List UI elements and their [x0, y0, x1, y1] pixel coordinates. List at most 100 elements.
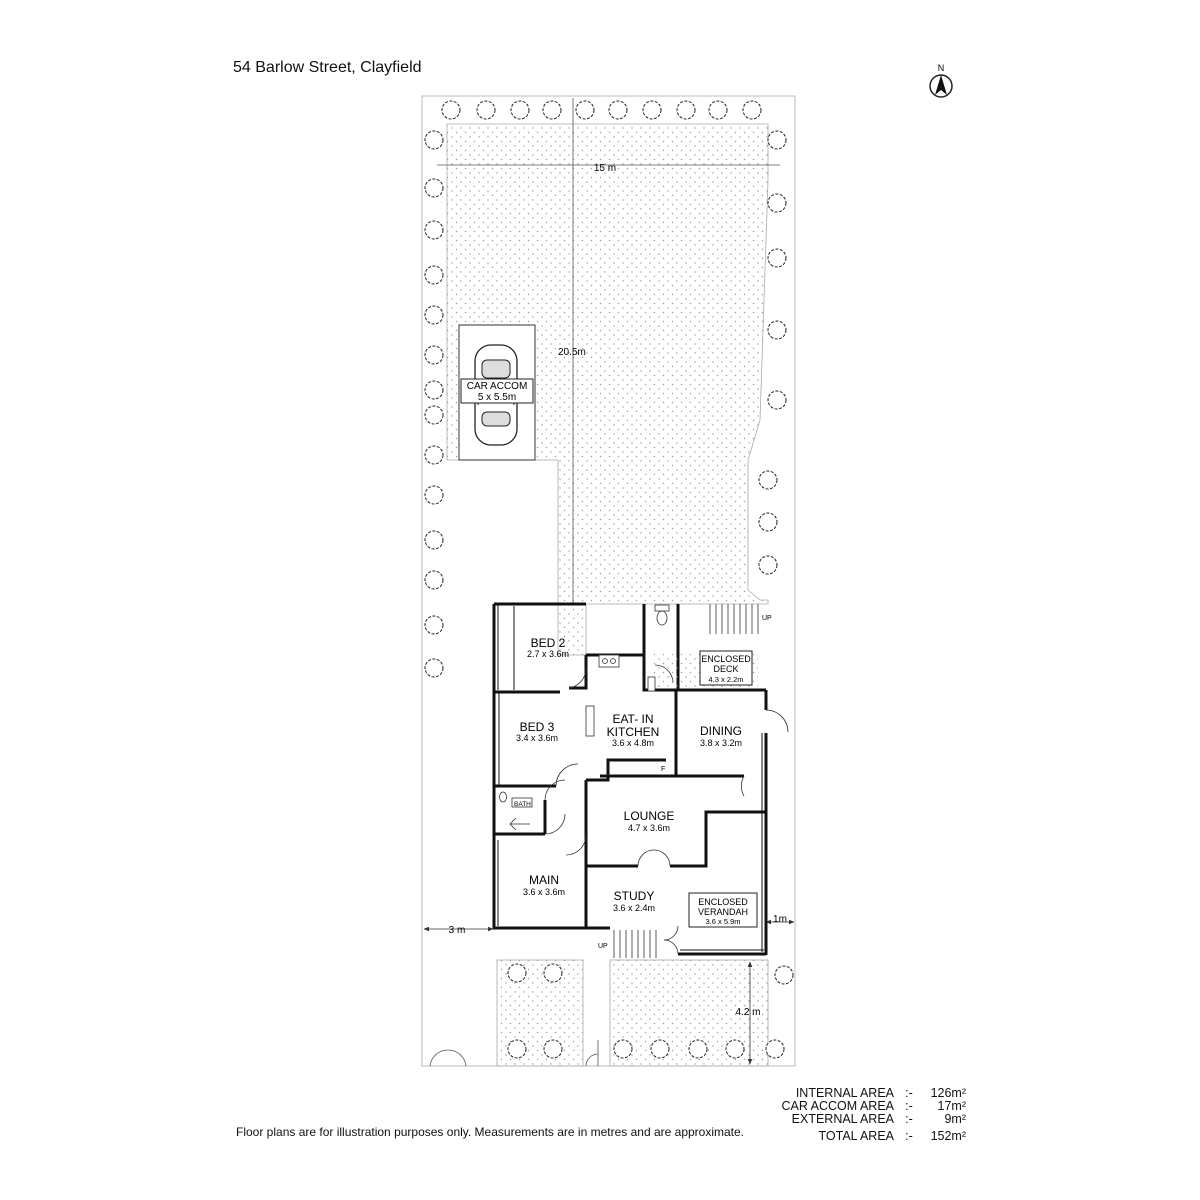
tree-icon: [613, 1039, 633, 1059]
area-summary: INTERNAL AREA :- 126m² CAR ACCOM AREA :-…: [740, 1087, 966, 1143]
bed3-name: BED 3: [520, 720, 555, 734]
tree-icon: [424, 265, 444, 285]
toilet-icon: [654, 604, 670, 626]
tree-icon: [608, 100, 628, 120]
tree-icon: [424, 130, 444, 150]
area-label: CAR ACCOM AREA: [781, 1099, 894, 1113]
fridge-label: F: [661, 766, 665, 773]
tree-icon: [765, 1039, 785, 1059]
tree-icon: [542, 100, 562, 120]
area-sep: :-: [905, 1086, 913, 1100]
lounge-size: 4.7 x 3.6m: [628, 823, 670, 833]
tree-icon: [767, 248, 787, 268]
area-sep: :-: [905, 1099, 913, 1113]
area-value: 9m²: [944, 1112, 966, 1126]
tree-icon: [424, 305, 444, 325]
tree-icon: [758, 555, 778, 575]
deck-size: 4.3 x 2.2m: [708, 675, 743, 684]
dining-size: 3.8 x 3.2m: [700, 738, 742, 748]
area-label: EXTERNAL AREA: [791, 1112, 894, 1126]
right-setback-label: 1m: [773, 914, 787, 925]
tree-icon: [424, 380, 444, 400]
back-yard: [446, 123, 769, 656]
tree-icon: [650, 1039, 670, 1059]
kitchen-name-line1: EAT- IN: [612, 712, 653, 726]
area-row: INTERNAL AREA :- 126m²: [740, 1087, 966, 1100]
front-stairs: [613, 930, 657, 958]
area-sep: :-: [905, 1129, 913, 1143]
area-value: 152m²: [930, 1129, 966, 1143]
deck-label-box: [699, 650, 753, 686]
depth-dim-label: 20.5m: [558, 347, 586, 358]
tree-icon: [507, 1039, 527, 1059]
area-value: 126m²: [930, 1086, 966, 1100]
tree-icon: [543, 963, 563, 983]
disclaimer-text: Floor plans are for illustration purpose…: [236, 1125, 745, 1139]
deck-name-line1: ENCLOSED: [701, 654, 751, 664]
verandah-name-line1: ENCLOSED: [698, 897, 748, 907]
tree-icon: [476, 100, 496, 120]
bed3-size: 3.4 x 3.6m: [516, 733, 558, 743]
tree-icon: [758, 470, 778, 490]
entry-arrow-icon: [509, 817, 530, 831]
compass-north-label: N: [938, 63, 945, 73]
tree-icon: [767, 130, 787, 150]
tree-icon: [742, 100, 762, 120]
tree-icon: [642, 100, 662, 120]
tree-icon: [441, 100, 461, 120]
verandah-name-line2: VERANDAH: [698, 907, 748, 917]
tree-icon: [767, 320, 787, 340]
verandah-label-box: [688, 892, 758, 928]
bath-label: BATH: [514, 801, 531, 808]
trees-group: [424, 100, 794, 1059]
deck-stairs-up-label: UP: [762, 615, 772, 622]
bed2-name: BED 2: [531, 636, 566, 650]
tree-icon: [676, 100, 696, 120]
tree-icon: [424, 445, 444, 465]
tree-icon: [688, 1039, 708, 1059]
tree-icon: [767, 193, 787, 213]
car-accom-size: 5 x 5.5m: [478, 392, 516, 403]
area-value: 17m²: [937, 1099, 966, 1113]
main-size: 3.6 x 3.6m: [523, 887, 565, 897]
car-accom-label: CAR ACCOM: [467, 381, 528, 392]
kitchen-name-line2: KITCHEN: [607, 725, 660, 739]
area-row: CAR ACCOM AREA :- 17m²: [740, 1100, 966, 1113]
tree-icon: [543, 1039, 563, 1059]
main-name: MAIN: [529, 873, 559, 887]
area-sep: :-: [905, 1112, 913, 1126]
tree-icon: [424, 530, 444, 550]
tree-icon: [424, 658, 444, 678]
dining-name: DINING: [700, 724, 742, 738]
tree-icon: [767, 390, 787, 410]
bed2-size: 2.7 x 3.6m: [527, 649, 569, 659]
front-dim-label: 4.2 m: [735, 1007, 760, 1018]
tree-icon: [424, 570, 444, 590]
bath-toilet-icon: [499, 791, 533, 808]
kitchen-fittings: [585, 654, 656, 737]
tree-icon: [774, 965, 794, 985]
tree-icon: [424, 615, 444, 635]
width-dim-label: 15 m: [594, 163, 616, 174]
deck-name-line2: DECK: [713, 664, 738, 674]
area-label: TOTAL AREA: [818, 1129, 895, 1143]
lounge-name: LOUNGE: [624, 809, 675, 823]
study-size: 3.6 x 2.4m: [613, 903, 655, 913]
kitchen-size: 3.6 x 4.8m: [612, 738, 654, 748]
tree-icon: [510, 100, 530, 120]
front-stairs-up-label: UP: [598, 943, 608, 950]
area-label: INTERNAL AREA: [795, 1086, 894, 1100]
tree-icon: [424, 178, 444, 198]
tree-icon: [424, 220, 444, 240]
study-name: STUDY: [614, 889, 655, 903]
tree-icon: [708, 100, 728, 120]
lot-boundary: [421, 95, 796, 1067]
deck-stairs: [709, 604, 759, 634]
tree-icon: [758, 512, 778, 532]
north-compass-icon: N: [929, 63, 953, 98]
property-address: 54 Barlow Street, Clayfield: [233, 59, 422, 76]
left-setback-label: 3 m: [449, 925, 466, 936]
tree-icon: [424, 345, 444, 365]
area-row: EXTERNAL AREA :- 9m²: [740, 1113, 966, 1126]
